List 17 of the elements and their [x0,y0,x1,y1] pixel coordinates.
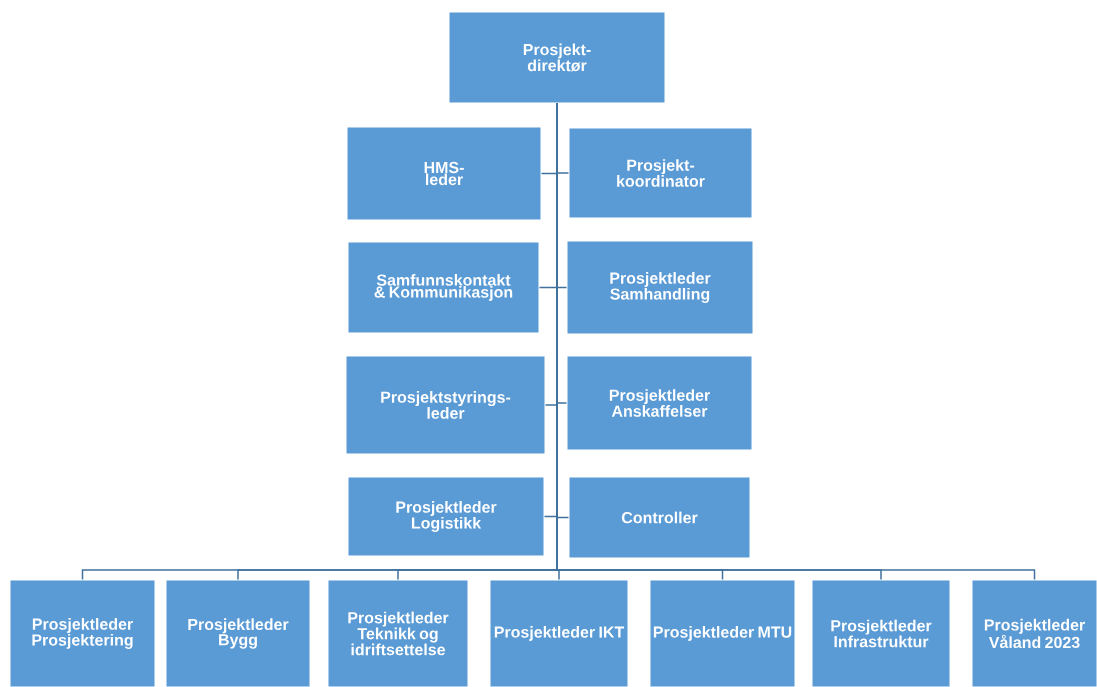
org-box: Prosjektleder Infrastruktur [811,579,951,687]
org-box: Prosjektstyrings- leder [345,355,546,455]
org-box: Prosjekt- direktør [448,11,666,104]
org-box: Prosjektleder Bygg [165,579,311,687]
org-box: Prosjekt- koordinator [568,127,753,219]
org-box: Prosjektleder Anskaffelser [566,355,753,451]
org-box: Controller [568,476,751,559]
connector [556,102,1036,581]
org-box: Prosjektleder Logistikk [347,476,545,557]
org-box: Prosjektleder Våland 2023 [971,579,1097,687]
org-box: Prosjektleder Prosjektering [9,579,156,687]
org-box: Samfunnskontakt & Kommunikasjon [347,241,540,334]
org-box: HMS- leder [346,126,542,221]
org-box: Prosjektleder MTU [649,579,796,687]
org-box: Prosjektleder Teknikk og idriftsettelse [327,579,469,687]
org-box: Prosjektleder IKT [489,579,629,687]
org-box: Prosjektleder Samhandling [566,240,754,335]
